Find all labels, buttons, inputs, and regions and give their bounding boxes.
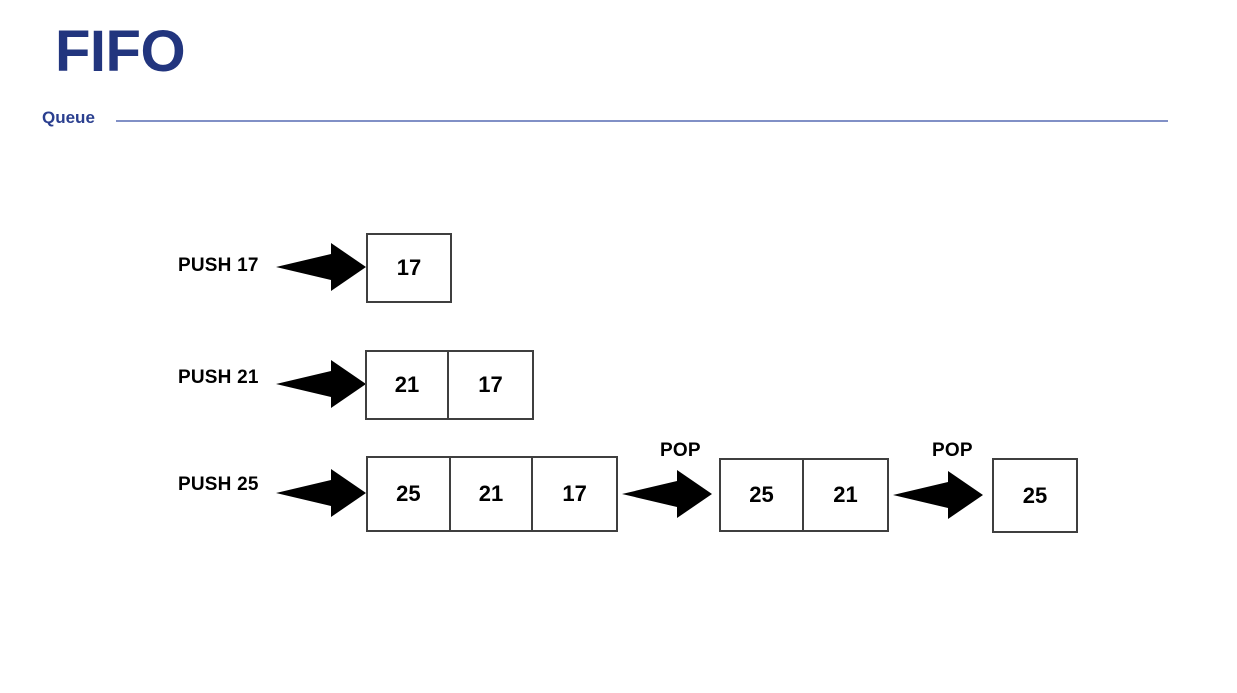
- push-label-row-3: PUSH 25: [178, 474, 259, 495]
- queue-box-pop-2: 25: [992, 458, 1078, 533]
- queue-cell: 17: [478, 372, 503, 397]
- pop-label-1: POP: [660, 440, 701, 461]
- queue-cell: 17: [396, 255, 422, 280]
- right-arrow-icon-pop-1: [622, 470, 712, 518]
- right-arrow-icon-push-1: [276, 243, 366, 291]
- queue-box-row-2: 21 17: [365, 350, 534, 420]
- queue-cell: 21: [367, 352, 450, 418]
- push-label-row-1: PUSH 17: [178, 255, 259, 276]
- right-arrow-icon-pop-2: [893, 471, 983, 519]
- header-divider: [116, 120, 1168, 122]
- queue-box-pop-1: 25 21: [719, 458, 889, 532]
- right-arrow-icon-push-2: [276, 360, 366, 408]
- page-title: FIFO: [55, 19, 186, 84]
- push-label-row-2: PUSH 21: [178, 367, 259, 388]
- page-subtitle: Queue: [42, 108, 95, 127]
- queue-cell: 25: [1022, 482, 1048, 508]
- queue-box-row-3: 25 21 17: [366, 456, 618, 532]
- queue-cell: 17: [562, 481, 587, 506]
- queue-cell: 25: [721, 460, 805, 530]
- pop-label-2: POP: [932, 440, 973, 461]
- queue-box-row-1: 17: [366, 233, 452, 303]
- queue-cell: 21: [833, 482, 858, 507]
- queue-cell: 21: [451, 458, 534, 530]
- queue-cell: 25: [368, 458, 451, 530]
- right-arrow-icon-push-3: [276, 469, 366, 517]
